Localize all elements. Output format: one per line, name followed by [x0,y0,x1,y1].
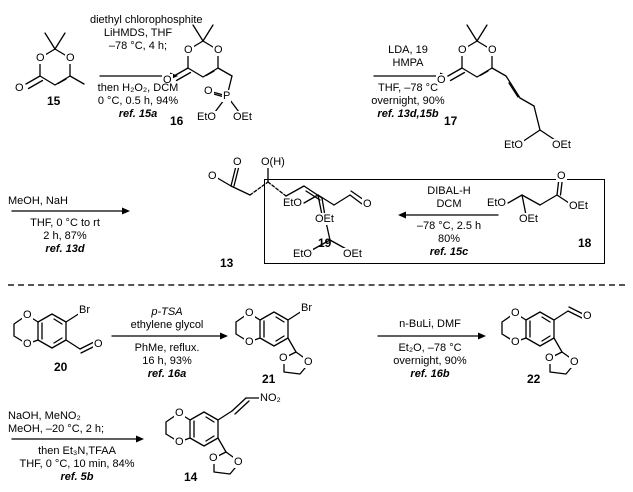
atom-br: Br [300,302,313,314]
atom-o: O [183,44,194,56]
atom-o: O [65,52,76,64]
step4-conditions: –78 °C, 2.5 h 80% ref. 15c [416,220,482,258]
compound-number-20: 20 [54,360,68,374]
atom-eto: EtO [503,139,524,151]
atom-p: P [222,90,232,102]
atom-o: O [213,44,224,56]
atom-o: O [244,336,255,348]
atom-o: O [457,44,468,56]
compound-number-22: 22 [527,372,541,386]
step1-reagents: diethyl chlorophosphite LiHMDS, THF –78 … [90,14,203,52]
step3-conditions: THF, 0 °C to rt 2 h, 87% ref. 13d [30,217,100,255]
atom-o: O [174,436,185,448]
atom-o: O [233,456,244,468]
atom-eto: EtO [486,197,507,209]
atom-eto: EtO [292,248,313,260]
atom-o: O [174,407,185,419]
compound-number-17: 17 [444,114,458,128]
compound-number-16: 16 [170,114,184,128]
atom-o: O [207,170,218,182]
atom-o: O [203,85,214,97]
compound-number-21: 21 [262,372,276,386]
atom-oet: OEt [568,200,589,212]
reagent-box-18-to-19 [264,179,605,264]
atom-o: O [556,170,567,182]
atom-o: O [22,338,33,350]
compound-number-15: 15 [47,94,61,108]
arrow-head-7 [136,435,144,443]
structure-15 [25,32,85,90]
atom-oet: OEt [342,248,363,260]
atom-o: O [362,198,373,210]
atom-oet: OEt [518,213,539,225]
arrow-head-3 [122,207,130,215]
step6-conditions: Et₂O, –78 °C overnight, 90% ref. 16b [393,342,467,380]
arrow-head-4 [398,211,406,219]
atom-o: O [487,44,498,56]
atom-o: O [162,74,173,86]
compound-number-19: 19 [318,236,332,250]
atom-oet: OEt [232,111,253,123]
atom-oet: OEt [551,139,572,151]
atom-o: O [35,52,46,64]
step7-conditions: then Et₃N,TFAA THF, 0 °C, 10 min, 84% re… [19,445,135,483]
atom-o: O [510,307,521,319]
step5-reagents: p-TSA ethylene glycol [130,306,204,331]
atom-o: O [22,309,33,321]
structure-20 [13,312,96,354]
atom-o: O [582,310,593,322]
atom-br: Br [78,304,91,316]
compound-number-18: 18 [578,236,592,250]
atom-o: O [14,82,25,94]
atom-no2: NO₂ [259,392,282,404]
atom-oet: OEt [314,213,335,225]
atom-o: O [544,352,555,364]
arrow-head-6 [478,332,486,340]
atom-o: O [278,352,289,364]
step6-reagents: n-BuLi, DMF [399,318,461,330]
structure-17 [447,24,559,143]
step7-reagents: NaOH, MeNO₂ MeOH, –20 °C, 2 h; [8,410,105,435]
compound-number-14: 14 [184,470,198,484]
reaction-arrows [11,72,499,443]
step4-reagents: DIBAL-H DCM [427,185,471,210]
step2-reagents: LDA, 19 HMPA [388,44,428,69]
structure-19 [303,190,365,216]
arrow-head-5 [220,332,228,340]
atom-o: O [93,338,104,350]
atom-eto: EtO [196,111,217,123]
step3-reagents: MeOH, NaH [8,195,68,207]
compound-number-13: 13 [220,256,234,270]
step5-conditions: PhMe, reflux. 16 h, 93% ref. 16a [134,342,200,380]
section-divider [8,284,625,286]
atom-o: O [569,356,580,368]
atom-eto: EtO [282,197,303,209]
atom-o: O [303,356,314,368]
step1-conditions: then H₂O₂, DCM 0 °C, 0.5 h, 94% ref. 15a [97,82,179,120]
atom-o: O [244,307,255,319]
atom-oh: O(H) [260,156,286,168]
atom-o: O [232,156,243,168]
step2-conditions: THF, –78 °C overnight, 90% ref. 13d,15b [371,82,445,120]
atom-o: O [436,74,447,86]
atom-o: O [510,336,521,348]
atom-o: O [208,452,219,464]
